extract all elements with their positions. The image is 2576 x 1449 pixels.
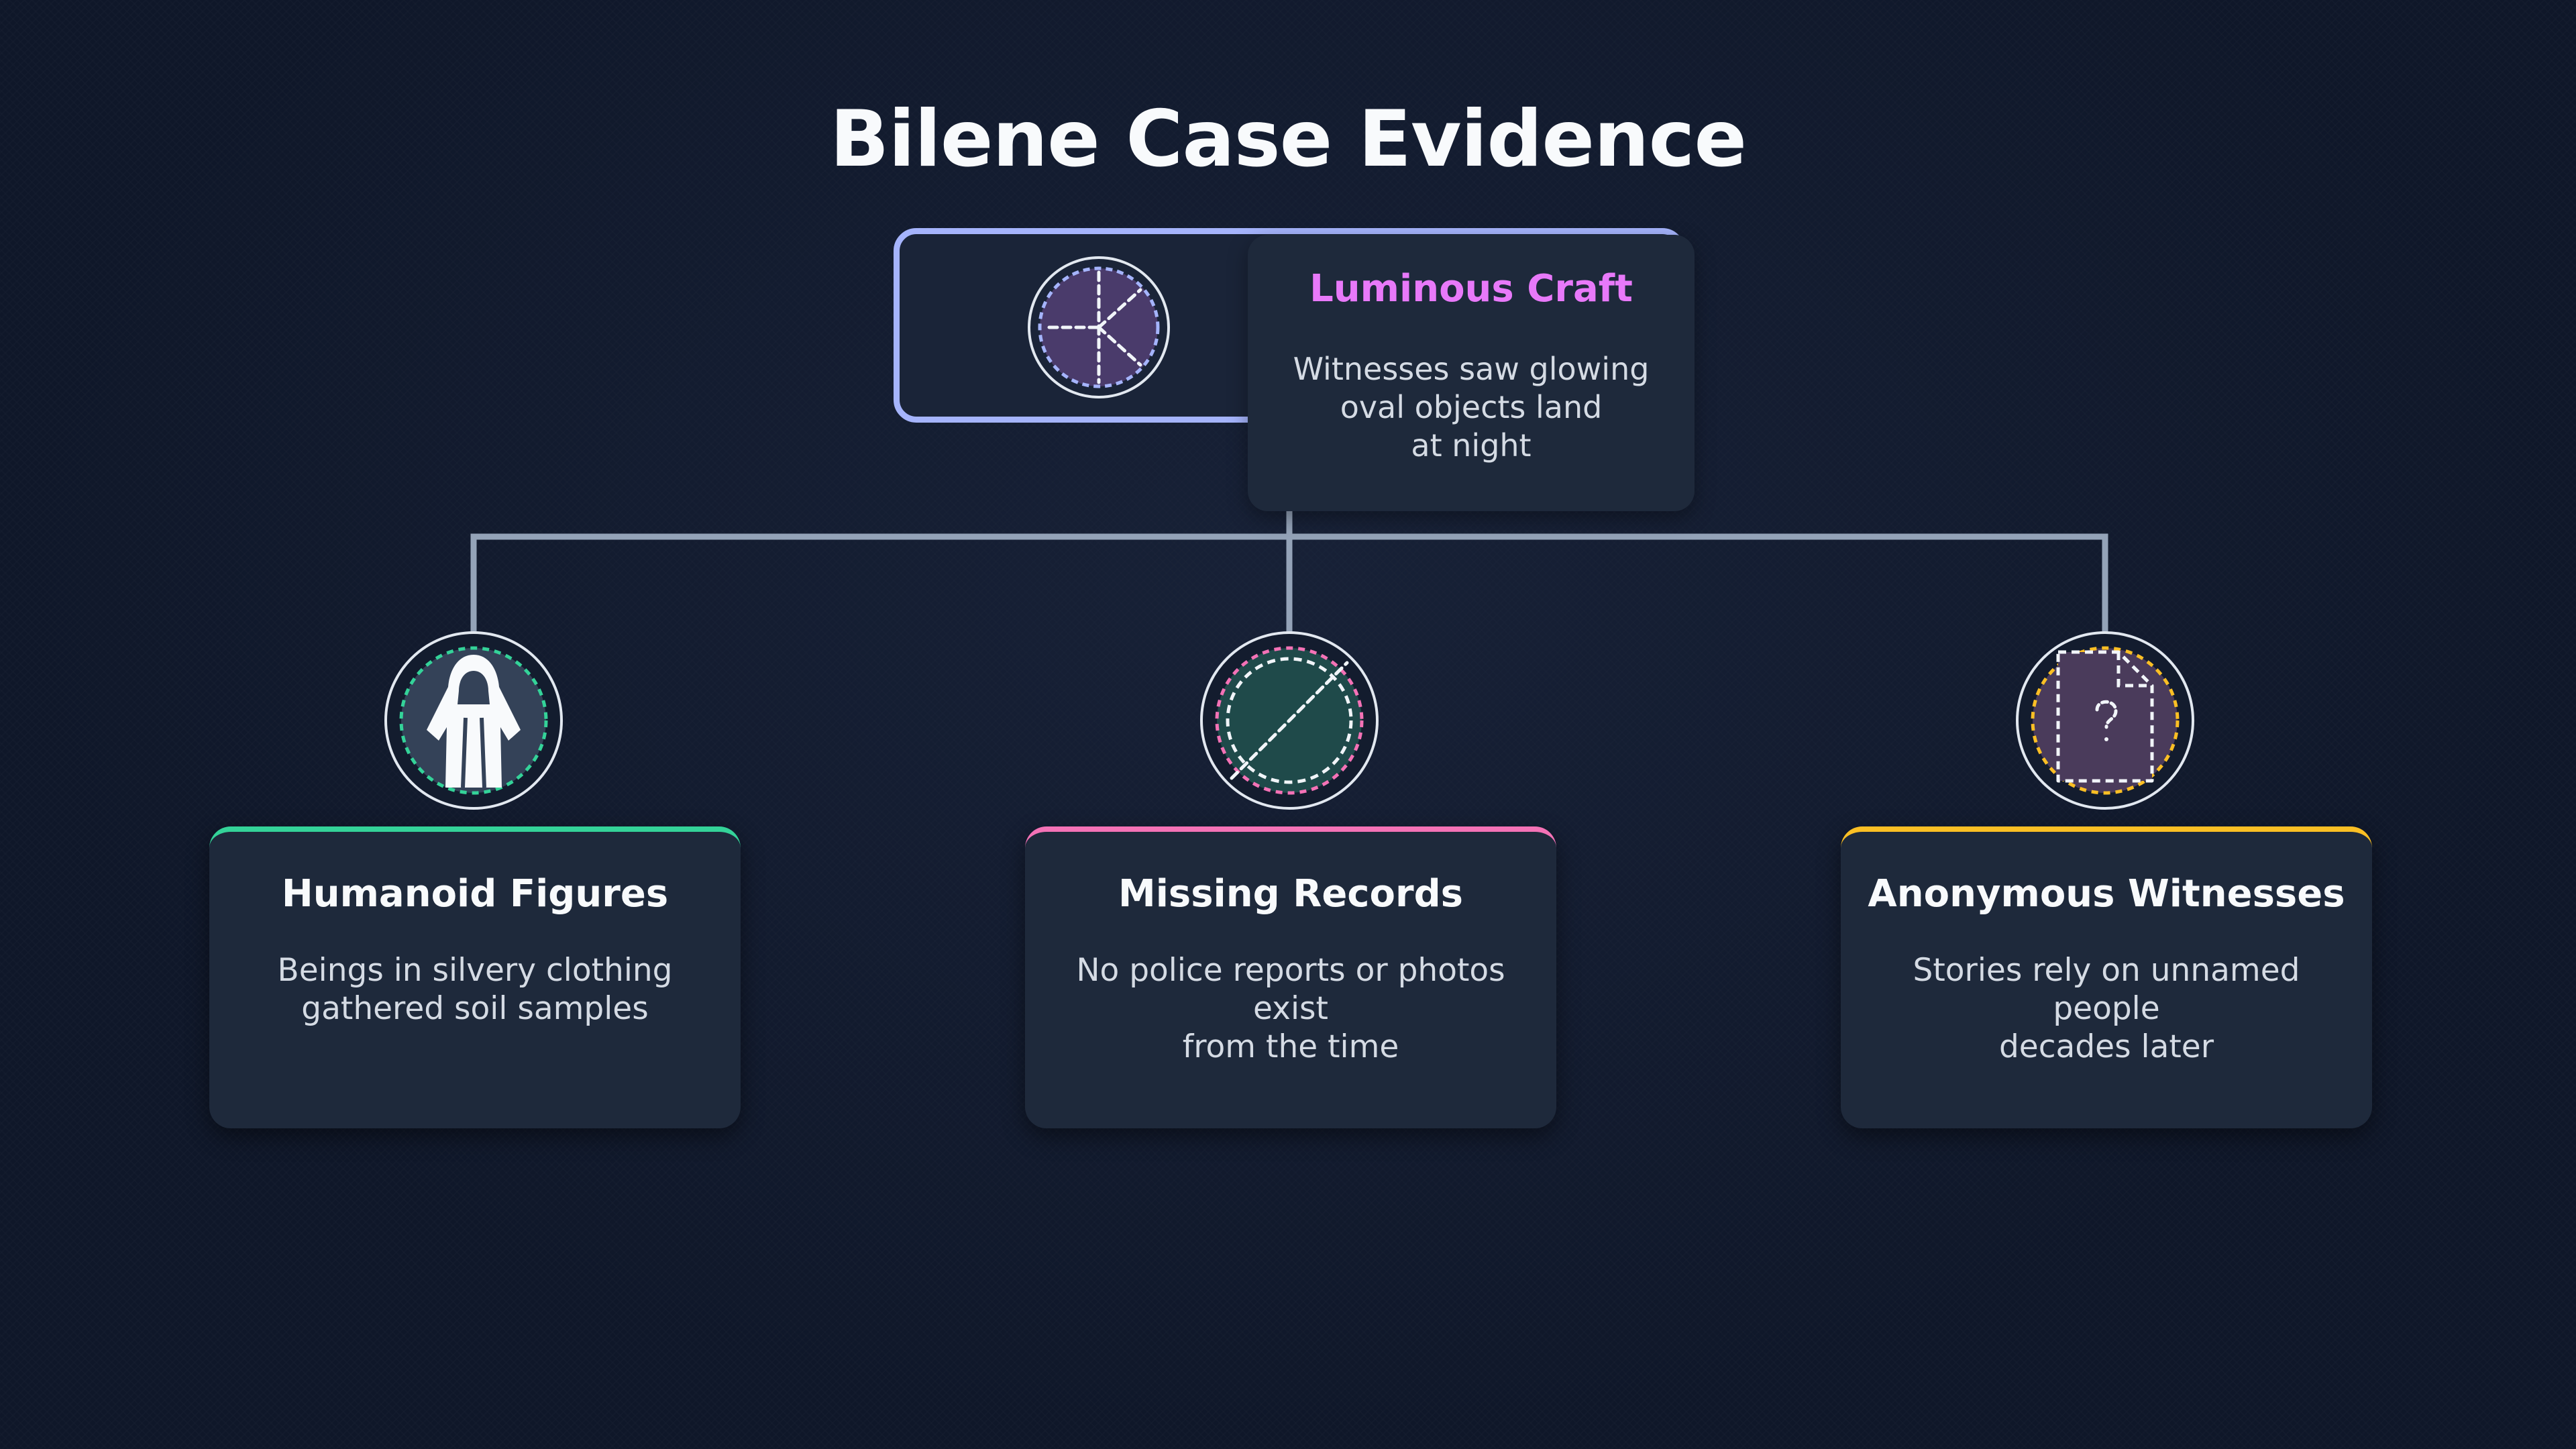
root-node-description: Witnesses saw glowing oval objects land …	[1261, 350, 1681, 465]
root-description-line: Witnesses saw glowing	[1293, 351, 1650, 387]
card-description: Beings in silvery clothing gathered soil…	[229, 951, 720, 1028]
card-description: Stories rely on unnamed people decades l…	[1861, 951, 2352, 1066]
card-missing-records: Missing Records No police reports or pho…	[1025, 826, 1556, 1128]
card-title: Anonymous Witnesses	[1868, 872, 2345, 916]
card-description-line: decades later	[1998, 1028, 2214, 1065]
card-anonymous-witnesses: Anonymous Witnesses Stories rely on unna…	[1841, 826, 2372, 1128]
unknown-document-icon	[2016, 631, 2194, 810]
card-description-line: gathered soil samples	[301, 990, 649, 1027]
diagram-title: Bilene Case Evidence	[829, 94, 1747, 184]
root-description-line: oval objects land	[1340, 389, 1603, 425]
card-description-line: No police reports or photos exist	[1076, 952, 1505, 1027]
card-humanoid-figures: Humanoid Figures Beings in silvery cloth…	[209, 826, 741, 1128]
card-title: Humanoid Figures	[281, 872, 669, 916]
card-description-line: Beings in silvery clothing	[277, 952, 673, 989]
prohibited-icon	[1200, 631, 1379, 810]
dashed-sphere-icon	[1028, 256, 1170, 398]
card-description-line: from the time	[1182, 1028, 1399, 1065]
hooded-figure-icon	[384, 631, 563, 810]
card-description: No police reports or photos exist from t…	[1045, 951, 1536, 1066]
root-node-panel	[1248, 235, 1695, 511]
root-description-line: at night	[1411, 427, 1532, 464]
root-node-title: Luminous Craft	[1309, 267, 1633, 311]
card-title: Missing Records	[1118, 872, 1464, 916]
card-description-line: Stories rely on unnamed people	[1913, 952, 2300, 1027]
